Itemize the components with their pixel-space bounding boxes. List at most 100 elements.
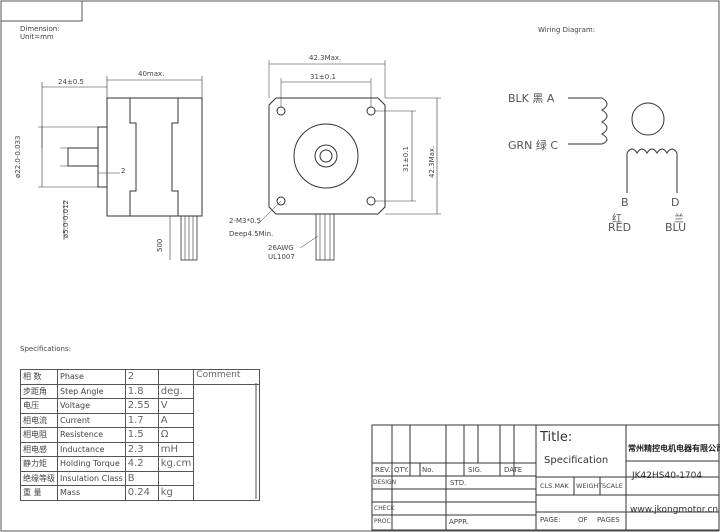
pages-label: PAGES <box>597 516 620 524</box>
motor-face <box>268 97 386 215</box>
wiring-label: Wiring Diagram: <box>538 26 596 34</box>
wire-label-d: D <box>671 196 680 209</box>
spec-value: 2.3 <box>124 441 159 457</box>
cls-mak-label: CLS.MAK <box>540 482 569 490</box>
wire-ul: UL1007 <box>268 253 295 261</box>
std-label: STD. <box>450 479 467 487</box>
boss <box>97 126 108 188</box>
spec-en: Voltage <box>57 398 126 414</box>
dim-40: 40max. <box>138 70 165 78</box>
spec-value: 2 <box>124 369 159 385</box>
spec-cn: 相电感 <box>20 441 58 457</box>
table-row: 电压 Voltage 2.55 V <box>20 398 260 414</box>
hole-note: 2-M3*0.5 <box>229 217 262 225</box>
mount-hole-br <box>366 196 376 206</box>
spec-cn: 重 量 <box>20 485 58 501</box>
spec-cn: 相 数 <box>20 369 58 385</box>
title-label: Title: <box>540 430 573 445</box>
comment-header: Comment <box>193 369 261 385</box>
spec-value: B <box>124 470 159 486</box>
specifications-title: Specifications: <box>20 345 71 353</box>
shaft-circle-outer <box>314 144 338 168</box>
dim-24: 24±0.5 <box>58 78 84 86</box>
spec-unit: Ω <box>157 427 195 443</box>
table-row: 步距角 Step Angle 1.8 deg. <box>20 383 261 501</box>
spec-cn: 相电阻 <box>20 427 58 443</box>
coil-bd <box>626 148 678 154</box>
spec-cn: 绝缘等级 <box>20 470 58 486</box>
spec-value: 4.2 <box>124 456 159 472</box>
of-label: OF <box>578 516 588 524</box>
spec-unit: deg. <box>157 383 195 399</box>
spec-en: Resistence <box>57 427 126 443</box>
proc-label: PROC. <box>374 518 393 525</box>
appr-label: APPR. <box>449 518 470 526</box>
spec-value: 2.55 <box>124 398 159 414</box>
wire-label-red: RED <box>608 221 632 234</box>
spec-en: Inductance <box>57 441 126 457</box>
table-row: 相电流 Current 1.7 A <box>20 412 260 428</box>
dim-500: 500 <box>156 238 164 252</box>
spec-unit <box>157 470 195 486</box>
check-label: CHECK <box>374 505 395 512</box>
spec-en: Insulation Class <box>57 470 126 486</box>
spec-unit: kg.cm <box>157 456 195 472</box>
unit-label: Unit=mm <box>20 33 54 41</box>
table-row: 相 数 Phase 2 Comment <box>20 369 261 385</box>
spec-unit: mH <box>157 441 195 457</box>
dim-2: 2 <box>121 167 126 175</box>
side-view <box>38 76 203 261</box>
hole-depth: Deep4.5Min. <box>229 230 274 238</box>
spec-en: Phase <box>57 369 126 385</box>
dim-31-top: 31±0.1 <box>310 73 336 81</box>
weight-label: WEIGHT <box>576 482 603 490</box>
wire-label-b: B <box>621 196 629 209</box>
sig-label: SIG. <box>468 466 483 474</box>
spec-unit: A <box>157 412 195 428</box>
dim-42-3-top: 42.3Max. <box>309 54 342 62</box>
specifications-table: 相 数 Phase 2 Comment 步距角 Step Angle 1.8 d… <box>20 369 261 501</box>
model-number: JK42HS40-1704 <box>632 471 703 481</box>
scale-label: SCALE <box>602 482 623 490</box>
spec-cn: 静力矩 <box>20 456 58 472</box>
wire-label-red-cn: 红 <box>612 214 622 225</box>
spec-unit: V <box>157 398 195 414</box>
shaft-circle-inner <box>319 149 333 163</box>
front-view <box>257 60 441 261</box>
wire-label-blk: BLK 黑 A <box>508 92 555 105</box>
dim-shaft: ø5.0-0.012 <box>62 200 70 238</box>
dim-31-side: 31±0.1 <box>402 146 410 172</box>
qty-label: QTY. <box>394 466 409 474</box>
body-seam-left <box>129 98 137 216</box>
wire-label-blu: BLU <box>665 221 687 234</box>
design-label: DESIGN <box>373 479 397 486</box>
spec-value: 1.7 <box>124 412 159 428</box>
mount-hole-tl <box>276 106 286 116</box>
motor-body-side <box>106 97 203 217</box>
mount-hole-tr <box>366 106 376 116</box>
spec-value: 1.8 <box>124 383 159 399</box>
spec-en: Current <box>57 412 126 428</box>
table-row: 相电感 Inductance 2.3 mH <box>20 441 260 457</box>
wire-label-blu-cn: 兰 <box>674 214 684 225</box>
spec-unit <box>157 369 195 385</box>
spec-cn: 电压 <box>20 398 58 414</box>
dim-shaft-diameter: ø22.0-0.033 <box>14 135 22 178</box>
dimension-label: Dimension: <box>20 25 60 33</box>
spec-en: Holding Torque <box>57 456 126 472</box>
spec-cn: 步距角 <box>20 383 58 399</box>
spec-en: Step Angle <box>57 383 126 399</box>
spec-en: Mass <box>57 485 126 501</box>
wiring-diagram <box>568 97 678 193</box>
spec-unit: kg <box>157 485 195 501</box>
table-row: 重 量 Mass 0.24 kg <box>20 485 260 501</box>
rev-label: REV. <box>375 466 391 474</box>
spec-value: 1.5 <box>124 427 159 443</box>
specification-label: Specification <box>544 455 609 466</box>
company-name: 常州精控电机电器有限公司 <box>628 444 720 453</box>
shaft <box>67 147 99 167</box>
wire-label-grn: GRN 绿 C <box>508 139 559 152</box>
date-label: DATE <box>504 466 523 474</box>
